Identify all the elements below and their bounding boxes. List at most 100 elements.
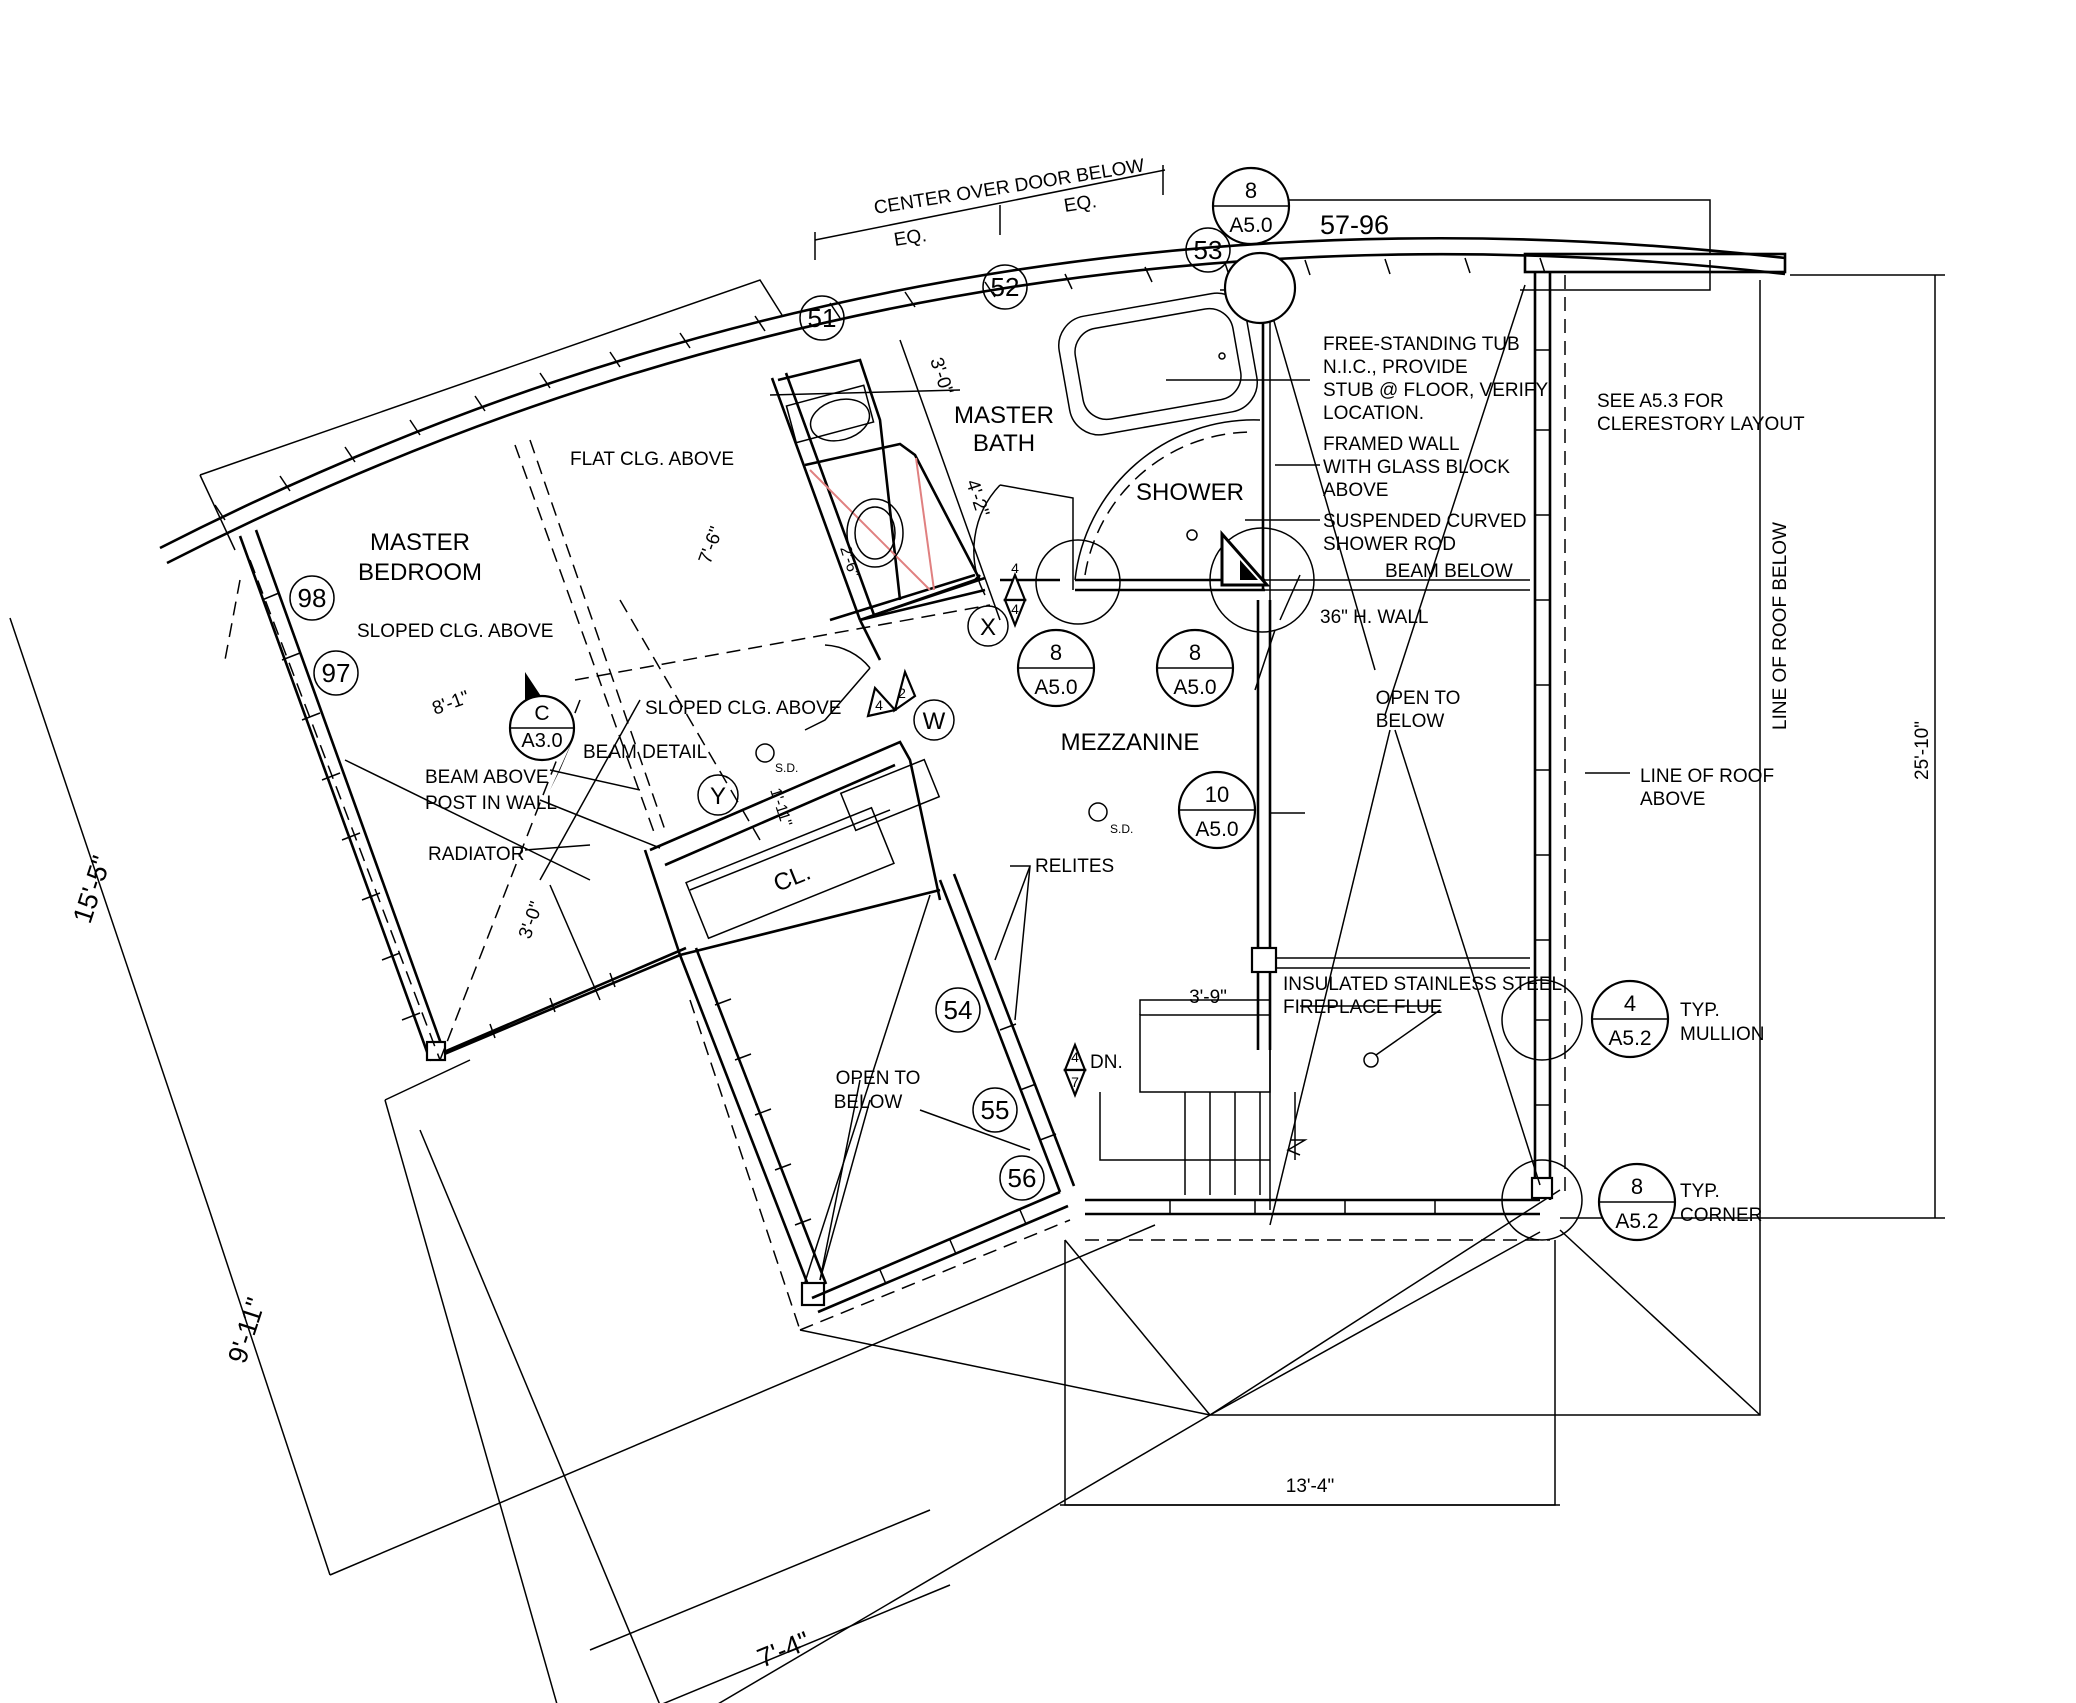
note-line-roof-below: LINE OF ROOF BELOW [1770,522,1791,730]
window-tag-97: 97 [322,658,351,688]
note-dn: DN. [1090,1052,1123,1073]
detail-ref-8-a50-right: 8 A5.0 [1155,628,1235,708]
smoke-detectors [755,743,1108,822]
svg-text:A5.2: A5.2 [1608,1027,1651,1050]
note-line-roof-above-2: ABOVE [1640,789,1705,810]
detail-ref-4-a52: 4 A5.2 [1590,979,1670,1059]
window-tag-54: 54 [944,995,973,1025]
note-below-right: BELOW [1376,711,1445,732]
note-typ-corner-1: TYP. [1680,1181,1720,1202]
detail-ref-10-a50: 10 A5.0 [1177,770,1257,850]
note-flue-1: INSULATED STAINLESS STEEL [1283,974,1562,995]
detail-ref-8-a50-top: 8 A5.0 [1211,166,1291,246]
note-rod-2: SHOWER ROD [1323,534,1456,555]
svg-text:A5.0: A5.0 [1173,676,1216,699]
svg-text:8: 8 [1631,1174,1643,1199]
svg-text:C: C [534,702,549,725]
note-sloped-clg-hall: SLOPED CLG. ABOVE [645,698,841,719]
svg-text:8: 8 [1245,178,1257,203]
window-tag-55: 55 [981,1095,1010,1125]
dim-7-4: 7'-4" [753,1626,814,1674]
mezzanine-elements [685,600,1530,1195]
note-typ-corner-2: CORNER [1680,1205,1762,1226]
note-tub-4: LOCATION. [1323,403,1424,424]
room-master-bath-line1: MASTER [954,402,1054,429]
window-tags: 51 52 53 54 55 56 97 98 [289,227,1231,1201]
room-master-bath-line2: BATH [973,430,1035,457]
note-tub-3: STUB @ FLOOR, VERIFY [1323,380,1548,401]
dim-8-1: 8'-1" [430,687,473,720]
dim-3-0-bath: 3'-0" [925,355,957,397]
note-open-to-left: OPEN TO [836,1068,921,1089]
svg-text:A3.0: A3.0 [521,730,562,752]
svg-text:A5.0: A5.0 [1034,676,1077,699]
svg-text:A5.2: A5.2 [1615,1210,1658,1233]
window-tag-52: 52 [991,272,1020,302]
svg-text:4: 4 [1624,991,1636,1016]
note-flat-clg: FLAT CLG. ABOVE [570,449,734,470]
note-tub-1: FREE-STANDING TUB [1323,334,1520,355]
note-flue-2: FIREPLACE FLUE [1283,997,1442,1018]
note-sloped-clg-bedroom: SLOPED CLG. ABOVE [357,621,553,642]
note-sd-1: S.D. [775,761,798,775]
note-below-left: BELOW [834,1092,903,1113]
note-framed-3: ABOVE [1323,480,1388,501]
dim-3-0-rad: 3'-0" [515,899,548,942]
room-master-bedroom-line1: MASTER [370,529,470,556]
note-beam-above: BEAM ABOVE [425,767,549,788]
dim-15-5: 15'-5" [67,852,117,927]
window-tag-98: 98 [298,583,327,613]
dim-2-6: 2'-6" [836,544,862,580]
room-master-bedroom-line2: BEDROOM [358,559,482,586]
window-tag-56: 56 [1008,1163,1037,1193]
interior-walls [643,358,1060,957]
curved-clerestory-wall [159,236,1787,565]
window-tag-53: 53 [1194,235,1223,265]
eq-label-2: EQ. [1062,191,1098,217]
note-see-a53-2: CLERESTORY LAYOUT [1597,414,1805,435]
detail-reference-bubbles: 8 A5.0 8 A5.0 8 A5.0 10 A5.0 4 A5.2 [508,166,1677,1242]
dim-13-4: 13'-4" [1286,1476,1334,1497]
note-sd-2: S.D. [1110,822,1133,836]
svg-text:7: 7 [1071,1074,1079,1090]
note-framed-1: FRAMED WALL [1323,434,1460,455]
dim-9-11: 9'-11" [222,1294,271,1367]
door-tag-y: Y [710,783,726,810]
detail-ref-8-a52: 8 A5.2 [1597,1162,1677,1242]
svg-text:4: 4 [875,697,883,713]
elevation-mark-labels: 4 4 4 7 2 4 [875,560,1079,1090]
note-center-over-door: CENTER OVER DOOR BELOW [872,155,1145,219]
note-tub-2: N.I.C., PROVIDE [1323,357,1468,378]
svg-text:8: 8 [1189,640,1201,665]
ceiling-lines [224,275,1566,1331]
svg-text:8: 8 [1050,640,1062,665]
door-tags: X Y W [697,605,1009,816]
dim-25-10: 25'-10" [1912,721,1933,780]
note-relites: RELITES [1035,856,1114,877]
svg-text:A5.0: A5.0 [1229,214,1272,237]
eq-label-1: EQ. [892,225,928,251]
leader-lines [539,379,1630,1021]
note-open-to-right: OPEN TO [1376,688,1461,709]
note-line-roof-above-1: LINE OF ROOF [1640,766,1774,787]
svg-text:4: 4 [1011,601,1019,617]
dim-7-6: 7'-6" [695,524,728,567]
door-tag-w: W [923,708,946,735]
note-framed-2: WITH GLASS BLOCK [1323,457,1510,478]
svg-text:2: 2 [898,685,906,701]
note-rod-1: SUSPENDED CURVED [1323,511,1526,532]
dim-3-9: 3'-9" [1189,987,1227,1008]
note-typ-mullion-1: TYP. [1680,1000,1720,1021]
dim-4-2: 4'-2" [961,477,993,519]
room-shower: SHOWER [1136,479,1244,506]
svg-text:A5.0: A5.0 [1195,818,1238,841]
note-beam-below: BEAM BELOW [1385,561,1513,582]
note-see-a53-1: SEE A5.3 FOR [1597,391,1724,412]
svg-text:10: 10 [1205,782,1229,807]
svg-text:4: 4 [1011,560,1019,576]
right-window-wall [1085,272,1554,1216]
note-beam-detail: BEAM DETAIL [583,742,707,763]
master-bedroom-walls [238,529,1076,1314]
